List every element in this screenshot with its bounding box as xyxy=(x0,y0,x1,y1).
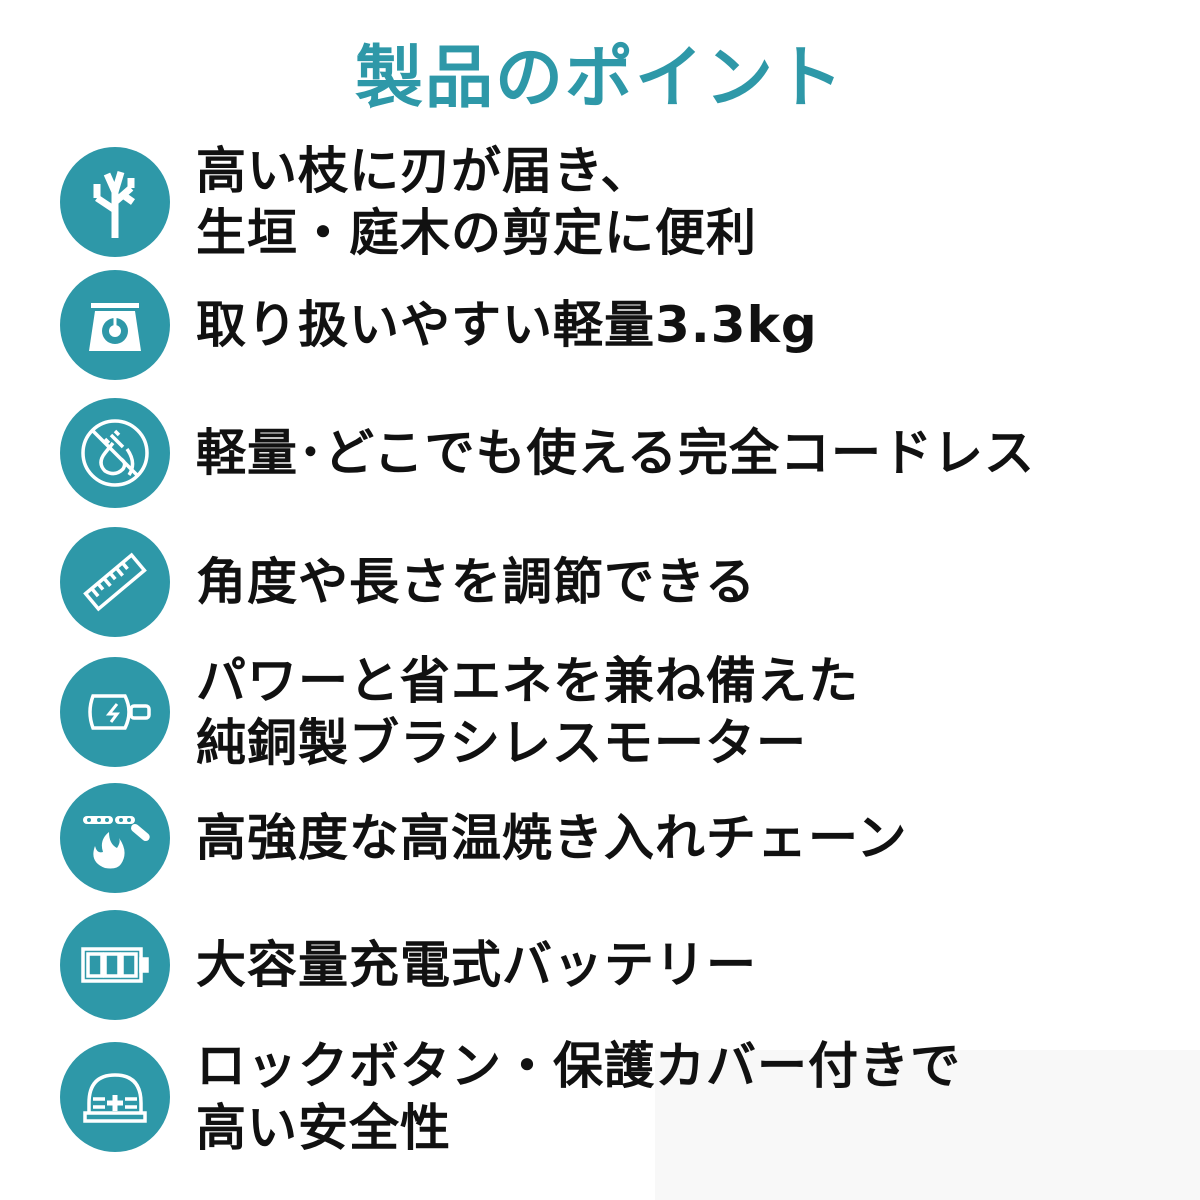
helmet-icon xyxy=(60,1042,170,1152)
feature-text: 軽量･どこでも使える完全コードレス xyxy=(196,422,1035,484)
feature-line: 高い枝に刃が届き、 xyxy=(196,142,652,200)
feature-item: 取り扱いやすい軽量3.3kg xyxy=(60,270,1180,380)
feature-item: ロックボタン・保護カバー付きで 高い安全性 xyxy=(60,1035,1180,1159)
feature-item: 角度や長さを調節できる xyxy=(60,527,1180,637)
feature-line: 大容量充電式バッテリー xyxy=(196,936,757,994)
chain-fire-icon xyxy=(60,783,170,893)
feature-item: パワーと省エネを兼ね備えた 純銅製ブラシレスモーター xyxy=(60,650,1180,774)
feature-item: 高強度な高温焼き入れチェーン xyxy=(60,783,1180,893)
feature-text: 高い枝に刃が届き、 生垣・庭木の剪定に便利 xyxy=(196,140,757,264)
feature-text: ロックボタン・保護カバー付きで 高い安全性 xyxy=(196,1035,961,1159)
feature-text: 大容量充電式バッテリー xyxy=(196,934,757,996)
feature-line: 純銅製ブラシレスモーター xyxy=(196,714,807,772)
feature-line: 高い安全性 xyxy=(196,1099,451,1157)
feature-item: 高い枝に刃が届き、 生垣・庭木の剪定に便利 xyxy=(60,140,1180,264)
feature-line: 高強度な高温焼き入れチェーン xyxy=(196,809,908,867)
feature-line: 角度や長さを調節できる xyxy=(196,553,756,611)
feature-line: 生垣・庭木の剪定に便利 xyxy=(196,204,757,262)
feature-item: 軽量･どこでも使える完全コードレス xyxy=(60,398,1180,508)
ruler-icon xyxy=(60,527,170,637)
no-cord-icon xyxy=(60,398,170,508)
motor-icon xyxy=(60,657,170,767)
feature-line: 軽量･どこでも使える完全コードレス xyxy=(196,424,1035,482)
scale-icon xyxy=(60,270,170,380)
feature-text: パワーと省エネを兼ね備えた 純銅製ブラシレスモーター xyxy=(196,650,859,774)
feature-line: ロックボタン・保護カバー付きで xyxy=(196,1037,961,1095)
background-patch xyxy=(655,1050,1200,1200)
battery-icon xyxy=(60,910,170,1020)
feature-line: 取り扱いやすい軽量3.3kg xyxy=(196,296,818,354)
feature-line: パワーと省エネを兼ね備えた xyxy=(196,652,859,710)
feature-text: 高強度な高温焼き入れチェーン xyxy=(196,807,908,869)
feature-item: 大容量充電式バッテリー xyxy=(60,910,1180,1020)
feature-text: 角度や長さを調節できる xyxy=(196,551,756,613)
feature-text: 取り扱いやすい軽量3.3kg xyxy=(196,294,818,356)
tree-icon xyxy=(60,147,170,257)
page-title: 製品のポイント xyxy=(354,39,845,118)
